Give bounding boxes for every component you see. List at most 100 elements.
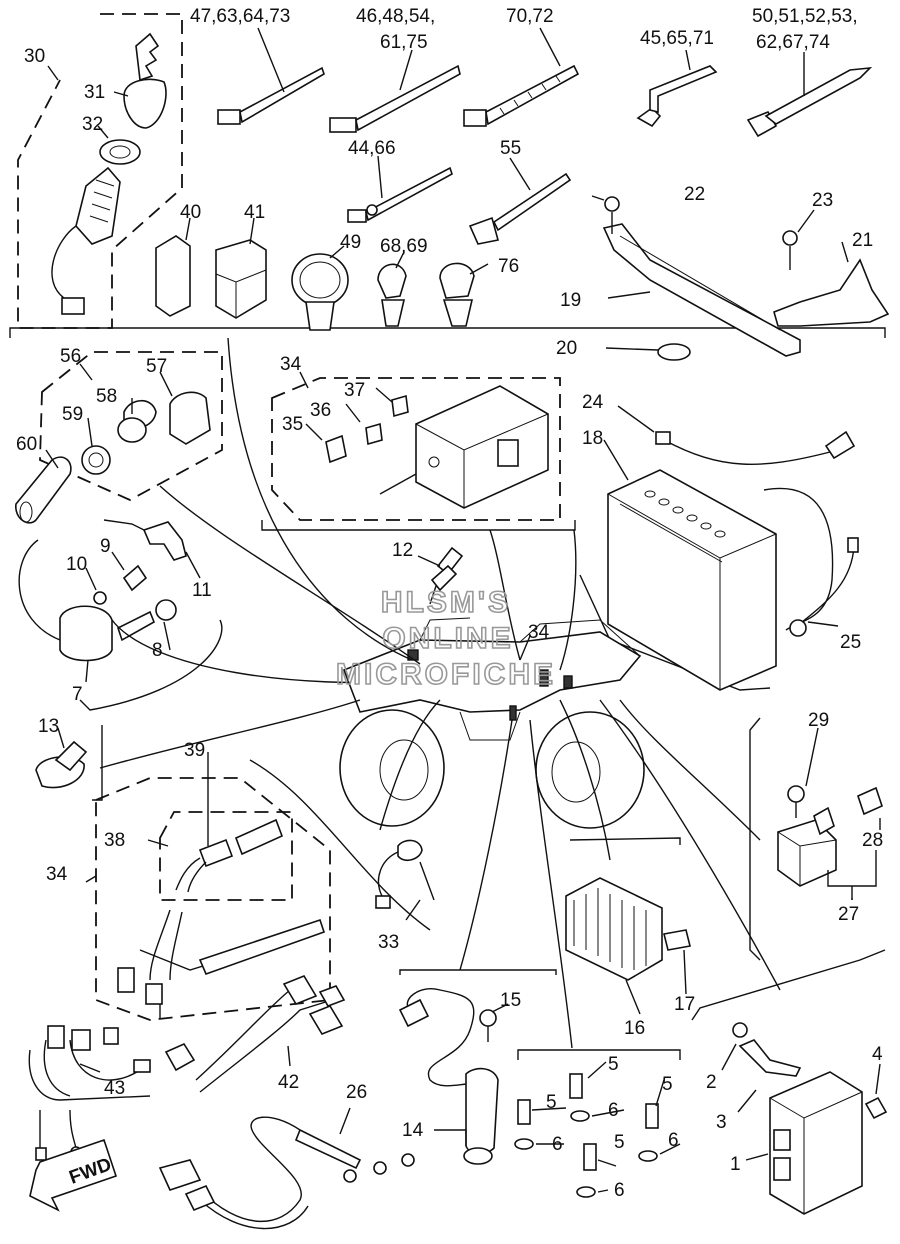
leader-curves [99, 337, 781, 1049]
cable-26 [158, 1116, 415, 1230]
fuse-box-group-box [271, 377, 561, 521]
label-44-66: 44,66 [348, 138, 396, 159]
label-5-b: 5 [662, 1074, 673, 1095]
label-36: 36 [310, 400, 331, 421]
nut-4 [864, 1096, 888, 1120]
harness-42 [195, 975, 346, 1093]
cable-tie-46 [329, 64, 461, 133]
rectifier-regulator-16 [565, 877, 691, 981]
grip-60 [15, 456, 72, 524]
relays [155, 235, 267, 319]
key [135, 32, 160, 82]
callout-leaders [45, 27, 881, 1193]
label-6-c: 6 [668, 1130, 679, 1151]
label-12: 12 [392, 540, 413, 561]
label-11: 11 [192, 580, 212, 601]
label-43: 43 [104, 1078, 125, 1099]
bolt-22 [604, 196, 620, 212]
cable-tie-50 [746, 66, 873, 138]
label-6-b: 6 [552, 1134, 563, 1155]
cable-tie-55 [468, 172, 572, 245]
relay-40 [155, 235, 191, 317]
washer-6c [638, 1150, 658, 1162]
label-6-a: 6 [608, 1100, 619, 1121]
label-7: 7 [72, 684, 83, 705]
fuse-box-body [415, 385, 549, 509]
bolts-and-washers [514, 1073, 659, 1198]
label-23: 23 [812, 190, 833, 211]
label-34-fuse-box: 34 [280, 354, 302, 375]
label-15: 15 [500, 990, 521, 1011]
label-57: 57 [146, 356, 167, 377]
label-1: 1 [730, 1154, 741, 1175]
bolt-9 [122, 564, 148, 592]
washer-6d [576, 1186, 596, 1198]
bracket-21 [773, 258, 890, 327]
atv-outline [339, 617, 645, 829]
label-30: 30 [24, 46, 45, 67]
label-28: 28 [862, 830, 883, 851]
key-head [123, 78, 167, 129]
washer-6b [514, 1138, 534, 1150]
label-6-d: 6 [614, 1180, 625, 1201]
bolt-5d [583, 1143, 597, 1171]
bolt-5a [569, 1073, 583, 1099]
label-38: 38 [104, 830, 125, 851]
label-34-center: 34 [528, 622, 550, 643]
label-25: 25 [840, 632, 861, 653]
cable-tie-47 [217, 66, 325, 125]
cable-tie-44 [347, 166, 453, 223]
main-switch-assembly [51, 32, 167, 315]
label-50-51-52-53: 50,51,52,53, [752, 6, 858, 27]
label-70-72: 70,72 [506, 6, 554, 27]
label-8: 8 [152, 640, 163, 661]
label-5-c: 5 [546, 1092, 557, 1113]
callout-labels: 47,63,64,73 46,48,54, 61,75 70,72 45,65,… [16, 6, 883, 1201]
front-wheel [339, 709, 445, 827]
label-37: 37 [344, 380, 365, 401]
damper-20 [657, 343, 691, 361]
label-22: 22 [684, 184, 705, 205]
battery-bracket [602, 196, 890, 361]
label-13: 13 [38, 716, 59, 737]
label-5-d: 5 [614, 1132, 625, 1153]
bracket-3 [738, 1039, 802, 1077]
label-76: 76 [498, 256, 519, 277]
label-9: 9 [100, 536, 111, 557]
label-60: 60 [16, 434, 37, 455]
group-boxes [17, 13, 561, 1021]
lead-39 [175, 818, 284, 893]
label-62-67-74: 62,67,74 [756, 32, 830, 53]
cable-tie-70 [463, 64, 580, 127]
bolt-5c [645, 1103, 659, 1129]
label-20: 20 [556, 338, 577, 359]
switch-13 [35, 740, 88, 789]
label-3: 3 [716, 1112, 727, 1133]
cable-ties [217, 64, 873, 245]
label-59: 59 [62, 404, 83, 425]
cable-24-end [824, 430, 856, 460]
cdi-unit-assembly [732, 1022, 888, 1215]
boot-11 [142, 521, 187, 561]
bolt-29 [787, 785, 805, 803]
fuse-36 [365, 422, 383, 446]
battery-18 [607, 469, 777, 691]
cdi-unit-1 [769, 1071, 863, 1215]
bolt-5b [517, 1099, 531, 1125]
sensor-14 [398, 988, 499, 1165]
label-5-a: 5 [608, 1054, 619, 1075]
watermark: HLSM'S ONLINE MICROFICHE [335, 585, 554, 692]
label-26: 26 [346, 1082, 367, 1103]
bolt-17 [663, 929, 691, 951]
switch-connector [61, 297, 85, 315]
label-47-63-64-73: 47,63,64,73 [190, 6, 290, 27]
watermark-line-2: ONLINE [382, 622, 513, 655]
fuse-28 [857, 786, 883, 816]
washer-10 [93, 591, 107, 605]
bolt-15 [479, 1009, 497, 1027]
label-33: 33 [378, 932, 399, 953]
label-21: 21 [852, 230, 873, 251]
wire-harness-34 [117, 909, 326, 1005]
label-49: 49 [340, 232, 361, 253]
nut-59 [81, 445, 111, 475]
